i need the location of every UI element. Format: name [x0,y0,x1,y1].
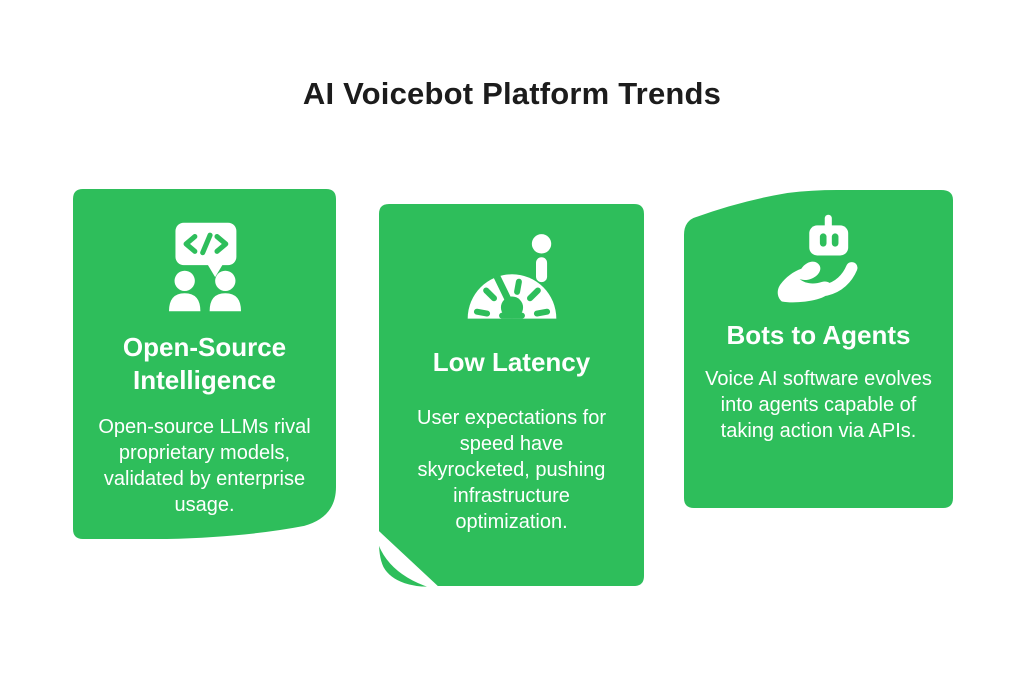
card-bots-to-agents: Bots to Agents Voice AI software evolves… [680,182,957,512]
speedometer-lever-icon [467,234,556,319]
card-title: Bots to Agents [726,320,911,350]
page-title: AI Voicebot Platform Trends [302,76,722,111]
card-low-latency: Low Latency User expectations for speed … [375,200,648,591]
card-open-source-intelligence: Open-Source Intelligence Open-source LLM… [69,185,348,554]
card-body: User expectations for speed have skyrock… [417,407,606,533]
card-body: Open-source LLMs rival proprietary model… [98,416,311,516]
hand-holding-robot-icon [777,214,857,303]
card-title: Low Latency [432,347,591,377]
card-title: Open-Source Intelligence [122,332,287,395]
card-body: Voice AI software evolves into agents ca… [705,368,932,442]
code-conversation-icon [168,222,241,312]
